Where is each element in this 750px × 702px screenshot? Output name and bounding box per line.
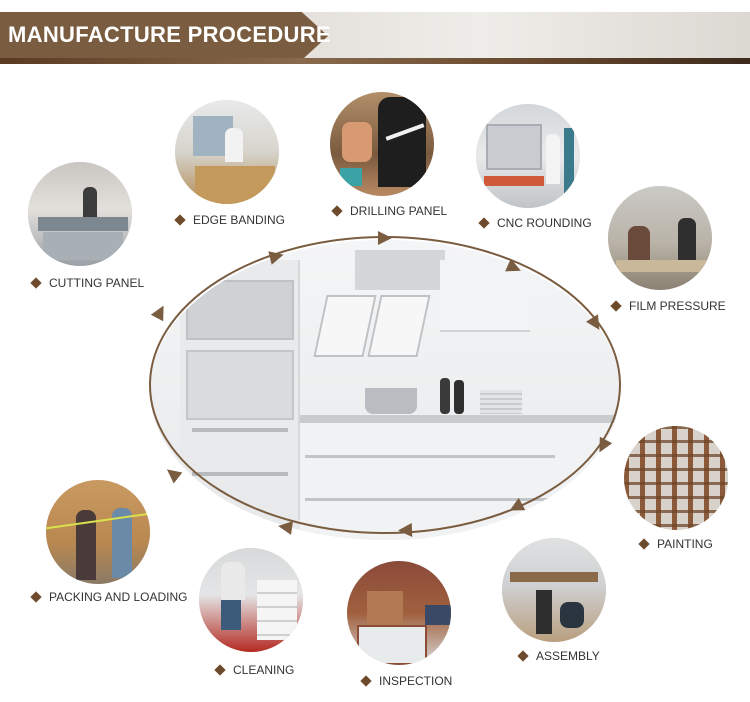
- cleaning-photo: [199, 548, 303, 652]
- diamond-bullet-icon: [360, 675, 372, 687]
- packing-and-loading-photo: [46, 480, 150, 584]
- assembly-photo: [502, 538, 606, 642]
- page-title: MANUFACTURE PROCEDURE: [8, 22, 331, 47]
- inspection-photo: [347, 561, 451, 665]
- step-label-cutting-panel: CUTTING PANEL: [30, 276, 145, 290]
- step-label-text: PACKING AND LOADING: [49, 590, 188, 604]
- header-banner: MANUFACTURE PROCEDURE: [0, 0, 750, 64]
- diamond-bullet-icon: [30, 591, 42, 603]
- diamond-bullet-icon: [478, 217, 490, 229]
- header-bottom-border: [0, 58, 750, 64]
- painting-photo: [624, 426, 728, 530]
- cutting-panel-photo: [28, 162, 132, 266]
- step-label-inspection: INSPECTION: [360, 674, 453, 688]
- edge-banding-photo: [175, 100, 279, 204]
- step-label-text: FILM PRESSURE: [629, 299, 726, 313]
- step-label-cnc-rounding: CNC ROUNDING: [478, 216, 592, 230]
- step-label-text: INSPECTION: [379, 674, 453, 688]
- diamond-bullet-icon: [638, 538, 650, 550]
- step-label-text: CNC ROUNDING: [497, 216, 592, 230]
- diamond-bullet-icon: [214, 664, 226, 676]
- step-label-text: CUTTING PANEL: [49, 276, 145, 290]
- drilling-panel-photo: [330, 92, 434, 196]
- step-label-film-pressure: FILM PRESSURE: [610, 299, 726, 313]
- header-background: [300, 12, 750, 60]
- diamond-bullet-icon: [174, 214, 186, 226]
- step-label-text: ASSEMBLY: [536, 649, 600, 663]
- film-pressure-photo: [608, 186, 712, 290]
- step-label-text: EDGE BANDING: [193, 213, 286, 227]
- diamond-bullet-icon: [610, 300, 622, 312]
- step-label-painting: PAINTING: [638, 537, 713, 551]
- step-label-edge-banding: EDGE BANDING: [174, 213, 286, 227]
- kitchen-photo: [150, 240, 620, 540]
- step-label-text: DRILLING PANEL: [350, 204, 448, 218]
- step-label-text: CLEANING: [233, 663, 295, 677]
- cnc-rounding-photo: [476, 104, 580, 208]
- diamond-bullet-icon: [517, 650, 529, 662]
- header-top-strip: [0, 0, 750, 12]
- step-label-text: PAINTING: [657, 537, 713, 551]
- diamond-bullet-icon: [331, 205, 343, 217]
- step-label-drilling-panel: DRILLING PANEL: [331, 204, 448, 218]
- diamond-bullet-icon: [30, 277, 42, 289]
- step-label-assembly: ASSEMBLY: [517, 649, 600, 663]
- step-label-packing-and-loading: PACKING AND LOADING: [30, 590, 188, 604]
- step-label-cleaning: CLEANING: [214, 663, 295, 677]
- header-title-band: [0, 12, 328, 60]
